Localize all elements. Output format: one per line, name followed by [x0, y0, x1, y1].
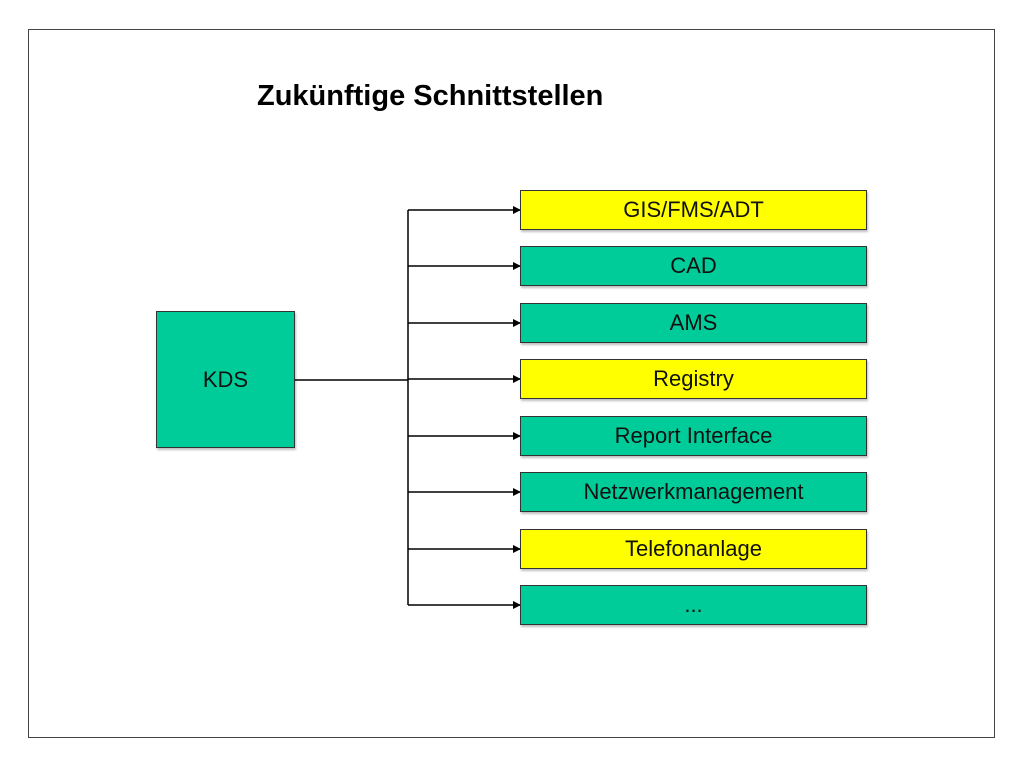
target-label: ... — [684, 592, 703, 617]
target-box: Registry — [520, 359, 867, 399]
target-label: CAD — [670, 253, 717, 278]
target-label: Telefonanlage — [624, 536, 762, 561]
target-label: GIS/FMS/ADT — [623, 197, 764, 222]
slide-title: Zukünftige Schnittstellen — [257, 80, 604, 112]
target-label: AMS — [669, 310, 718, 335]
target-box: Telefonanlage — [520, 529, 867, 569]
target-label: Netzwerkmanagement — [583, 479, 804, 504]
target-box: Netzwerkmanagement — [520, 472, 867, 512]
target-label: Registry — [653, 366, 734, 391]
target-box: GIS/FMS/ADT — [520, 190, 867, 230]
target-box: Report Interface — [520, 416, 867, 456]
target-label: Report Interface — [614, 423, 773, 448]
kds-box: KDS — [156, 311, 295, 448]
target-box: AMS — [520, 303, 867, 343]
target-box: ... — [520, 585, 867, 625]
target-box: CAD — [520, 246, 867, 286]
kds-label: KDS — [202, 366, 249, 392]
